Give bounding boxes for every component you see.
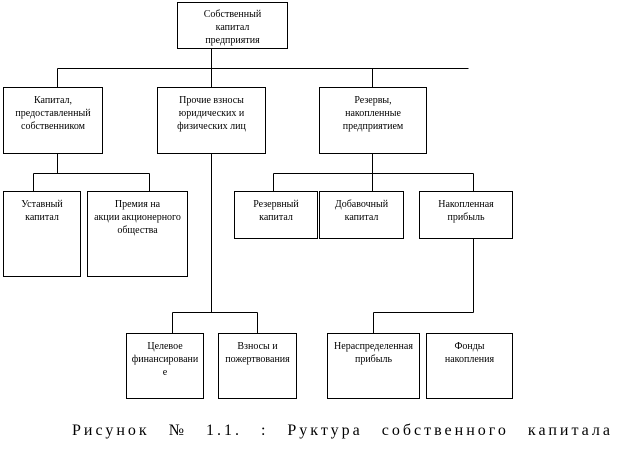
box-donations: Взносы и пожертвования <box>218 333 297 399</box>
box-accumulated-profit: Накопленная прибыль <box>419 191 513 239</box>
box-retained-earnings: Нераспределенная прибыль <box>327 333 420 399</box>
box-other-contributions: Прочие взносы юридических и физических л… <box>157 87 266 154</box>
box-accumulated-reserves: Резервы, накопленные предприятием <box>319 87 427 154</box>
profit-connector <box>373 238 474 333</box>
box-equity-capital: Собственный капитал предприятия <box>177 2 288 49</box>
box-reserve-capital: Резервный капитал <box>234 191 318 239</box>
root-connector <box>57 48 469 87</box>
box-share-premium: Премия на акции акционерного общества <box>87 191 188 277</box>
box-additional-capital: Добавочный капитал <box>319 191 404 239</box>
owner-connector <box>33 153 150 191</box>
box-authorized-capital: Уставный капитал <box>3 191 81 277</box>
box-accumulation-funds: Фонды накопления <box>426 333 513 399</box>
reserve-connector <box>273 153 474 191</box>
box-targeted-financing: Целевое финансировани е <box>126 333 204 399</box>
figure-caption: Рисунок № 1.1. : Руктура собственного ка… <box>72 422 613 439</box>
box-owner-capital: Капитал, предоставленный собственником <box>3 87 103 154</box>
contrib-connector <box>172 153 258 333</box>
